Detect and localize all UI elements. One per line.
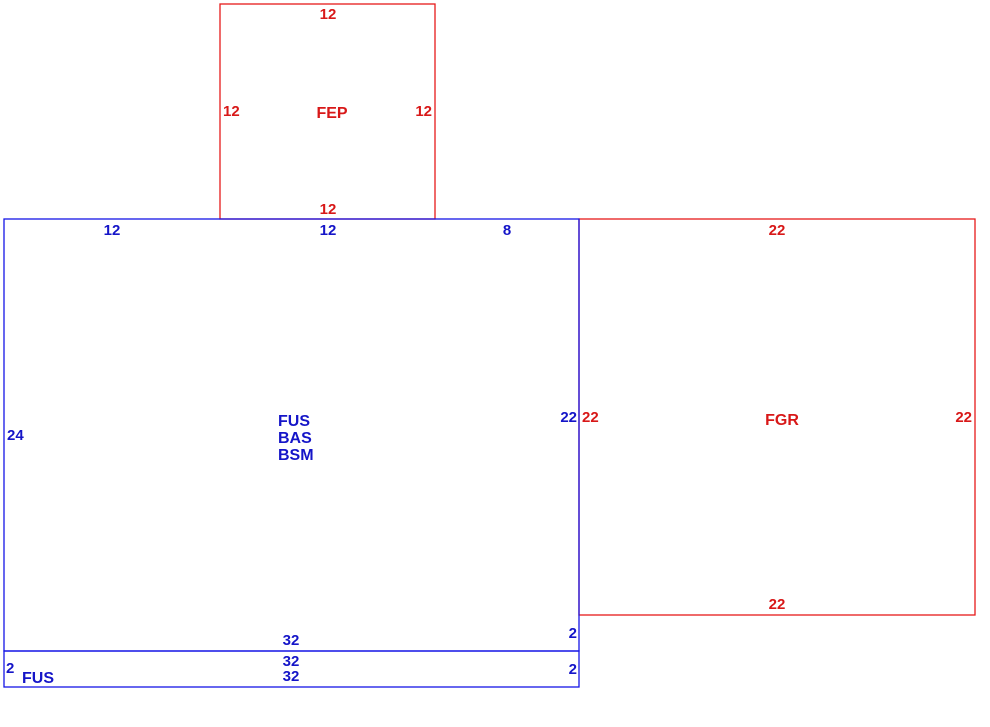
main-code-label-1: FUS <box>278 413 310 430</box>
main-dim-bottom-right: 2 <box>569 625 577 642</box>
main-section: 12 12 8 24 22 32 2 FUS BAS BSM <box>3 218 580 652</box>
main-dim-top-mid: 12 <box>320 222 337 239</box>
strip-dim-bottom: 32 <box>283 668 300 685</box>
porch-dim-bottom: 12 <box>320 201 337 218</box>
porch-dim-left: 12 <box>223 103 240 120</box>
main-code-label-2: BAS <box>278 430 312 447</box>
main-code-label-3: BSM <box>278 447 314 464</box>
main-dim-top-right: 8 <box>503 222 511 239</box>
porch-dim-top: 12 <box>320 6 337 23</box>
strip-section: 32 32 2 2 FUS <box>3 650 580 688</box>
strip-dim-right: 2 <box>569 661 577 678</box>
garage-dim-left: 22 <box>582 409 599 426</box>
garage-dim-right: 22 <box>955 409 972 426</box>
main-dim-bottom: 32 <box>283 632 300 649</box>
porch-section: 12 12 12 12 FEP <box>219 3 436 220</box>
garage-dim-top: 22 <box>769 222 786 239</box>
main-dim-right: 22 <box>560 409 577 426</box>
garage-dim-bottom: 22 <box>769 596 786 613</box>
garage-code-label: FGR <box>765 412 799 429</box>
garage-section: 22 22 22 22 FGR <box>578 218 976 616</box>
strip-dim-top: 32 <box>283 653 300 670</box>
porch-dim-right: 12 <box>415 103 432 120</box>
strip-dim-left: 2 <box>6 660 14 677</box>
main-dim-left: 24 <box>7 427 24 444</box>
strip-outline <box>3 650 580 688</box>
strip-code-label: FUS <box>22 670 54 687</box>
main-dim-top-left: 12 <box>104 222 121 239</box>
porch-code-label: FEP <box>316 105 347 122</box>
